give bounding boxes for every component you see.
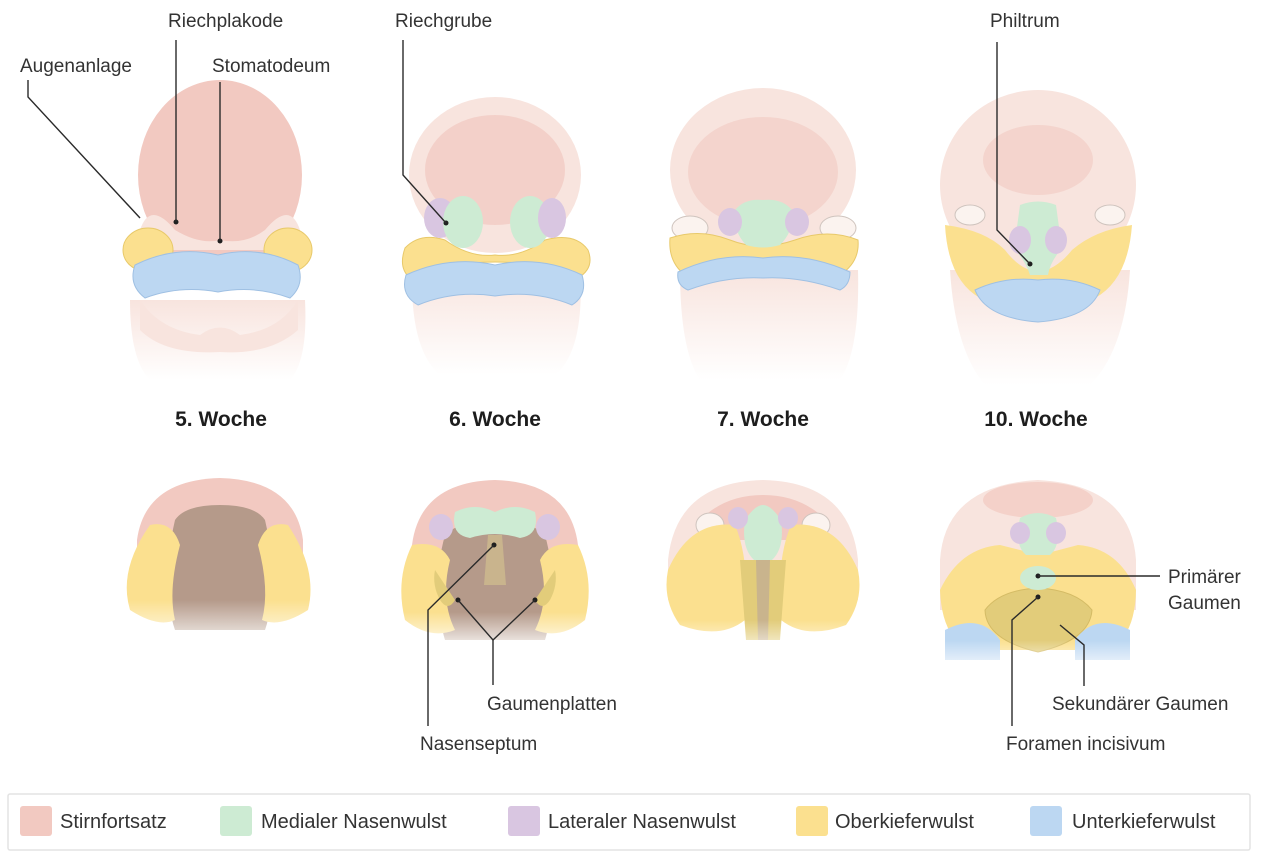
legend-swatch-medialer-nasenwulst [220,806,252,836]
leader-lines [27,40,1160,726]
palate-week6 [400,480,600,652]
label-riechplakode: Riechplakode [168,11,283,32]
legend-swatch-unterkieferwulst [1030,806,1062,836]
medial-nasal-left [443,196,483,248]
maxillary-left [401,544,455,634]
lateral-nasal-right [538,198,566,238]
nose-philtrum [1014,201,1062,275]
label-stomatodeum: Stomatodeum [212,56,330,77]
medial-nasal [1018,513,1058,555]
palate-week7 [660,480,866,660]
palate-week10 [930,480,1140,675]
label-gaumenplatten: Gaumenplatten [487,694,617,715]
maxillary-right [535,544,589,634]
legend-label-stirnfortsatz: Stirnfortsatz [60,811,167,833]
week-10-title: 10. Woche [984,408,1087,431]
palate-week5 [120,478,320,650]
face-week6 [401,97,591,375]
label-primaerer-gaumen-line1: Primärer [1168,567,1242,588]
legend-swatch-oberkieferwulst [796,806,828,836]
face-week5 [122,80,313,380]
annotations: Augenanlage Riechplakode Stomatodeum Rie… [20,11,1242,755]
week-5-title: 5. Woche [175,408,267,431]
medial-nasal [744,505,782,560]
mandibular-prominence [132,251,301,299]
mandibular-prominence [677,256,851,291]
oral-cavity [167,505,273,630]
mandibular-prominence [974,278,1101,323]
label-philtrum: Philtrum [990,11,1060,32]
label-sekundaerer-gaumen: Sekundärer Gaumen [1052,694,1228,715]
label-foramen-incisivum: Foramen incisivum [1006,734,1165,755]
legend-swatch-stirnfortsatz [20,806,52,836]
legend: Stirnfortsatz Medialer Nasenwulst Latera… [7,793,1251,851]
week-7-title: 7. Woche [717,408,809,431]
label-augenanlage: Augenanlage [20,56,132,77]
face-week7 [669,88,859,380]
legend-label-oberkieferwulst: Oberkieferwulst [835,811,974,833]
legend-label-medialer-nasenwulst: Medialer Nasenwulst [261,811,447,833]
nasal-septum [484,535,506,585]
label-nasenseptum: Nasenseptum [420,734,537,755]
label-riechgrube: Riechgrube [395,11,492,32]
medial-nasal [734,199,793,248]
legend-label-unterkieferwulst: Unterkieferwulst [1072,811,1216,833]
week-6-title: 6. Woche [449,408,541,431]
maxillary-right [258,524,311,623]
legend-swatch-lateraler-nasenwulst [508,806,540,836]
label-primaerer-gaumen-line2: Gaumen [1168,593,1241,614]
mandibular-prominence [404,261,585,306]
face-week10 [940,90,1136,385]
legend-label-lateraler-nasenwulst: Lateraler Nasenwulst [548,811,736,833]
week-titles: 5. Woche 6. Woche 7. Woche 10. Woche [175,408,1088,431]
maxillary-left [126,524,180,623]
